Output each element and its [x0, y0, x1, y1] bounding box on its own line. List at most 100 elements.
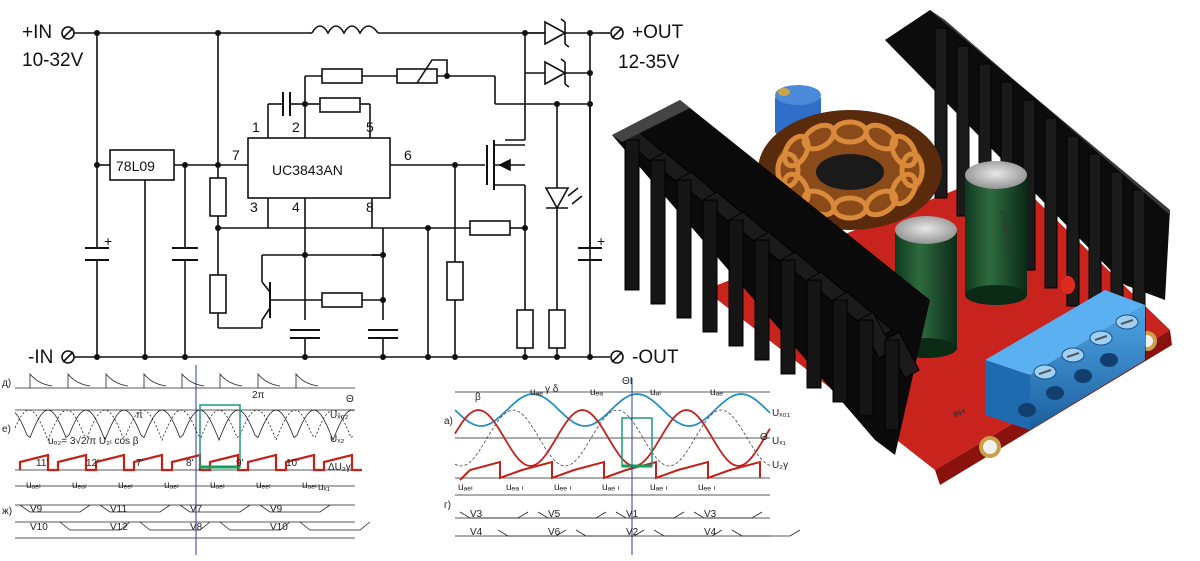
controller-label: UC3843AN	[272, 162, 343, 178]
level-label: Uₓ₀₁	[772, 408, 791, 419]
heatsink-fin	[780, 259, 796, 375]
schematic-labels: +IN 10-32V -IN +OUT 12-35V -OUT 78L09 UC…	[22, 22, 684, 368]
screw-slot	[1066, 352, 1080, 358]
gate-pulse	[143, 372, 167, 388]
phase-voltage-curve	[14, 409, 355, 442]
phase-voltage-curve	[14, 409, 355, 442]
phase-label: uₐₑₗ	[210, 480, 225, 491]
screw-slot	[1038, 369, 1052, 375]
beta-label: β	[475, 392, 481, 403]
row-label: а)	[444, 416, 453, 427]
pulse-label: 8'	[186, 458, 194, 469]
heatsink-fin	[806, 279, 822, 389]
phase-label: uₐₑₗ	[164, 480, 179, 491]
schottky-diode	[525, 18, 600, 48]
mounting-hole	[979, 436, 1001, 458]
valve-conduction	[693, 511, 801, 537]
screw-slot	[1120, 319, 1134, 325]
valve-label: V3	[704, 509, 717, 520]
pin-label: 6	[404, 147, 412, 163]
pin-label: 4	[292, 199, 300, 215]
pin-label: 5	[366, 119, 374, 135]
boost-converter-schematic	[61, 18, 624, 364]
valve-conduction	[99, 504, 211, 531]
copper-winding	[775, 151, 801, 189]
phase-voltage-red	[454, 409, 771, 467]
wire-hole	[1018, 403, 1036, 417]
voltage-regulator-78l09	[109, 149, 175, 181]
level-label: Uₓ₁	[772, 436, 787, 447]
valve-label: V7	[190, 504, 203, 515]
resistor	[209, 177, 227, 217]
gate-pulse	[295, 372, 319, 388]
valve-conduction	[615, 511, 723, 537]
indicator-led	[1061, 276, 1075, 294]
pin-label: 3	[250, 199, 258, 215]
valve-label: V9	[270, 504, 283, 515]
pulse-label: 9'	[236, 458, 244, 469]
pin-label: 1	[252, 119, 260, 135]
waveform-left: д) е) ж) uₒ₂= 3√2/π U₂ₗ cos β Θ π 2π 11'…	[2, 365, 371, 555]
valve-label: V9	[30, 504, 43, 515]
heatsink-fin	[754, 239, 770, 361]
inductor-symbol	[311, 25, 379, 35]
phase-label: uₐₑₗ	[458, 482, 473, 493]
gate-pulse	[67, 372, 91, 388]
gate-pulse	[105, 372, 129, 388]
resistor	[548, 309, 566, 349]
valve-label: V4	[470, 527, 483, 538]
valve-label: V2	[626, 527, 639, 538]
row-label: ж)	[2, 506, 12, 517]
resistor	[516, 309, 534, 349]
heatsink-fin	[1066, 135, 1080, 307]
led-symbol	[544, 187, 570, 210]
heatsink-fin	[702, 199, 718, 333]
copper-winding	[863, 122, 899, 152]
gamma-delta-label: γ δ	[545, 384, 559, 395]
wire-hole	[1100, 353, 1118, 367]
heatsink-fin	[624, 139, 640, 291]
theta-axis: Θ	[760, 432, 768, 443]
polarity-mark: +	[597, 233, 605, 249]
gate-pulse	[181, 372, 205, 388]
heatsink-fin	[728, 219, 744, 347]
valve-label: V6	[548, 527, 561, 538]
heatsink-fin	[884, 339, 900, 431]
pwm-controller-ic	[247, 137, 391, 199]
level-label: U₂γ	[772, 460, 788, 471]
theta-marker: ΘI	[622, 376, 633, 387]
valve-conduction	[459, 511, 567, 537]
phase-label: uₑₑₗ	[256, 480, 271, 491]
resistor	[446, 261, 464, 301]
phase-label: uₐₗ	[650, 387, 661, 398]
label-in-range: 10-32V	[22, 50, 84, 71]
valve-conduction	[19, 504, 131, 531]
valve-label: V10	[30, 522, 48, 533]
phase-label: uₐₑ ₗ	[602, 482, 620, 493]
electrolytic-capacitor: 1000uF 35V	[965, 161, 1027, 305]
pulse-label: 10'	[286, 458, 299, 469]
label-in-plus: +IN	[22, 22, 52, 43]
phase-label: uₐₑ	[710, 387, 723, 398]
heatsink-fin	[858, 319, 874, 417]
pulse-label: 7'	[136, 458, 144, 469]
mosfet-transistor	[486, 73, 526, 205]
level-label: Uₓ₂	[330, 434, 345, 445]
phase-label: uₐₑₗ	[26, 480, 41, 491]
valve-label: V8	[190, 522, 203, 533]
pulse-label: 12'	[86, 458, 99, 469]
pin-label: 8	[366, 199, 374, 215]
copper-winding	[899, 151, 925, 189]
trimmer-resistor	[396, 68, 438, 84]
label-out-plus: +OUT	[632, 22, 684, 43]
valve-label: V4	[704, 527, 717, 538]
heatsink-front	[612, 100, 930, 455]
rectifier-formula: uₒ₂= 3√2/π U₂ₗ cos β	[48, 435, 139, 447]
converter-photo: 1000uF 35V JYCAP IN+	[612, 10, 1172, 485]
phase-voltage-blue	[454, 393, 771, 427]
level-label: Uₓ₀₂	[330, 410, 349, 421]
resistor	[321, 68, 363, 84]
pulse-label: 11'	[36, 458, 48, 469]
